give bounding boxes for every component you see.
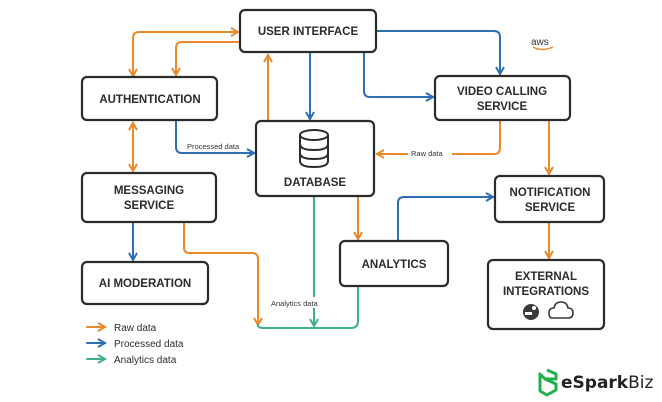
edge-auth-to-db [175,120,257,158]
aws-smile-icon [532,46,554,51]
node-database[interactable]: DATABASE [254,119,376,198]
node-video-calling-label-1: VIDEO CALLING [457,86,547,98]
node-messaging-service[interactable]: MESSAGING SERVICE [80,171,218,224]
edge-label-processed-text: Processed data [187,142,240,151]
node-authentication[interactable]: AUTHENTICATION [80,75,219,122]
legend-raw-label: Raw data [114,323,157,334]
node-ai-moderation[interactable]: AI MODERATION [80,260,210,306]
edge-msg-to-bus [183,221,263,328]
edge-label-raw: Raw data [408,148,452,159]
node-user-interface-label: USER INTERFACE [258,26,359,38]
espark-logo-mark-icon [538,368,558,397]
node-analytics-label: ANALYTICS [362,259,427,271]
node-messaging-label-2: SERVICE [124,200,175,212]
node-messaging-label-1: MESSAGING [114,185,184,197]
aws-logo-text: aws [531,37,549,48]
legend-item-processed: Processed data [86,338,184,350]
espark-logo: eSparkBiz [538,368,653,397]
node-database-label: DATABASE [284,177,347,189]
node-notification-label-2: SERVICE [525,202,576,214]
edge-label-analytics: Analytics data [270,297,330,308]
edge-analytics-to-bus [257,285,359,329]
edge-analytics-to-notif [397,192,496,242]
edge-label-raw-text: Raw data [411,149,444,158]
legend-item-raw: Raw data [86,322,157,334]
aws-logo: aws [531,37,554,51]
node-authentication-label: AUTHENTICATION [99,94,200,106]
legend-processed-label: Processed data [114,339,184,350]
node-notification-service[interactable]: NOTIFICATION SERVICE [493,174,606,224]
legend-analytics-label: Analytics data [114,355,177,366]
legend-item-analytics: Analytics data [86,354,177,366]
espark-logo-text-bold: eSpark [561,373,629,393]
cloud-icon [548,301,574,319]
edge-auth-to-ui [128,27,241,79]
edge-ui-to-vcs-top [375,30,505,77]
database-icon [299,129,329,169]
node-video-calling-service[interactable]: VIDEO CALLING SERVICE [433,74,572,122]
edge-vcs-to-db [374,119,501,159]
node-notification-label-1: NOTIFICATION [510,187,591,199]
node-external-integrations[interactable]: EXTERNAL INTEGRATIONS [486,258,606,331]
node-external-label-2: INTEGRATIONS [503,286,589,298]
node-video-calling-label-2: SERVICE [477,101,528,113]
node-analytics[interactable]: ANALYTICS [338,239,450,288]
espark-logo-text-light: Biz [628,373,653,393]
legend: Raw data Processed data Analytics data [86,322,184,366]
node-ai-moderation-label: AI MODERATION [99,278,191,290]
edge-ui-to-auth [171,41,241,78]
edge-label-processed: Processed data [187,142,240,151]
chat-bubble-icon [523,304,539,320]
svg-text:eSparkBiz: eSparkBiz [561,373,653,393]
node-user-interface[interactable]: USER INTERFACE [238,8,378,54]
edge-label-analytics-text: Analytics data [271,299,319,308]
edge-ui-to-vcs-side [363,51,436,102]
node-external-label-1: EXTERNAL [515,271,577,283]
